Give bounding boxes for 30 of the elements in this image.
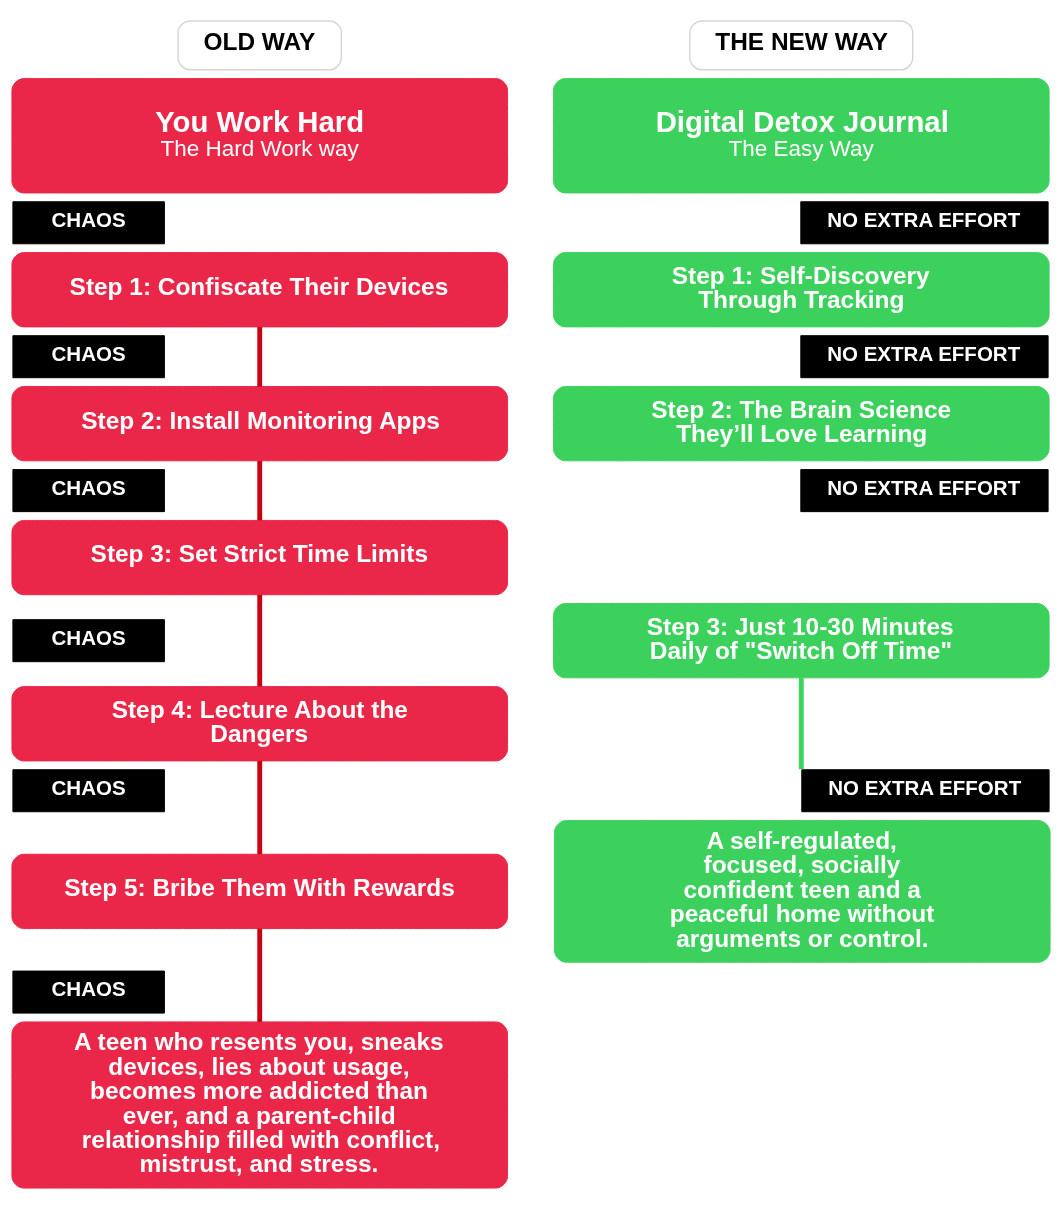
- node-box: Step 3: Just 10-30 Minutes Daily of "Switch Off Time": [553, 602, 1050, 678]
- node-box: You Work Hard The Hard Work way: [11, 77, 509, 193]
- node-box: Step 2: Install Monitoring Apps: [11, 385, 509, 461]
- connector: [257, 760, 263, 854]
- node-box: CHAOS: [12, 768, 165, 812]
- node-box: CHAOS: [12, 468, 165, 512]
- connector: [798, 677, 804, 769]
- node-box: NO EXTRA EFFORT: [800, 334, 1049, 378]
- node-box: Digital Detox Journal The Easy Way: [553, 77, 1050, 193]
- node-box: OLD WAY: [177, 19, 343, 71]
- node-box: THE NEW WAY: [689, 19, 914, 71]
- node-box: CHAOS: [12, 970, 165, 1014]
- connector: [257, 928, 263, 1022]
- node-box: Step 4: Lecture About the Dangers: [11, 685, 509, 761]
- connector: [257, 594, 263, 687]
- node-box: CHAOS: [12, 618, 165, 662]
- node-box: Step 1: Self-Discovery Through Tracking: [553, 251, 1050, 327]
- node-box: Step 5: Bribe Them With Rewards: [11, 853, 509, 929]
- connector: [257, 460, 263, 520]
- node-box: NO EXTRA EFFORT: [801, 768, 1050, 812]
- node-box: CHAOS: [12, 334, 165, 378]
- node-box: NO EXTRA EFFORT: [800, 468, 1049, 512]
- node-box: A self-regulated, focused, socially confident teen and a peaceful home without arguments or control.: [553, 819, 1051, 963]
- node-box: NO EXTRA EFFORT: [800, 200, 1049, 244]
- node-box: A teen who resents you, sneaks devices, lies about usage, becomes more addicted than ever, and a parent-child relationship filled with conflict, mistrust, and stress.: [11, 1020, 509, 1189]
- node-box: Step 2: The Brain Science They’ll Love Learning: [553, 385, 1050, 461]
- connector: [257, 326, 263, 386]
- node-box: Step 3: Set Strict Time Limits: [11, 519, 509, 595]
- node-box: CHAOS: [12, 200, 165, 244]
- node-box: Step 1: Confiscate Their Devices: [11, 251, 509, 327]
